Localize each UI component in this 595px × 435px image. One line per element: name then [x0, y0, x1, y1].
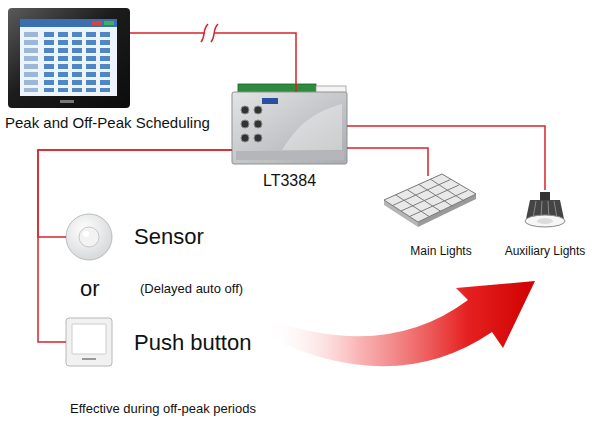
device-button — [254, 106, 262, 114]
note-text: (Delayed auto off) — [140, 282, 243, 297]
light-node: Auxiliary Lights — [524, 190, 566, 230]
off-peak-arrow — [265, 281, 535, 366]
node-label: Auxiliary Lights — [484, 245, 595, 259]
screen-rows — [24, 32, 40, 92]
sensor-body — [66, 214, 112, 260]
node-label: Sensor — [134, 224, 204, 249]
wire-break-mark — [211, 24, 218, 42]
bulb-stem — [540, 192, 550, 200]
device-swoosh — [282, 104, 342, 150]
fixture-face — [384, 174, 476, 222]
dip-switch — [262, 98, 278, 104]
screen-indicator — [104, 21, 114, 25]
node-label: Peak and Off-Peak Scheduling — [5, 114, 210, 131]
node-label: Push button — [134, 330, 251, 355]
sensor-highlight — [83, 231, 89, 237]
device-button — [241, 106, 249, 114]
light-node: Main Lights — [383, 176, 477, 228]
occupancy-sensor — [66, 214, 112, 260]
device-bottom-strip — [236, 151, 344, 160]
touch-screen — [8, 8, 130, 108]
device-button — [241, 134, 249, 142]
screen-header — [20, 19, 117, 27]
screen-node: Peak and Off-Peak Scheduling — [8, 8, 130, 108]
sensor-node: Sensor — [66, 214, 112, 260]
controller-device — [232, 84, 347, 164]
screen-cells — [44, 32, 114, 92]
device-button — [254, 120, 262, 128]
auxiliary-light-bulb — [525, 192, 565, 227]
screen-indicator — [92, 21, 102, 25]
switch-node: Push button — [66, 318, 112, 366]
bulb-lens-center — [537, 218, 553, 224]
device-button — [241, 120, 249, 128]
screen-logo-mark — [60, 100, 74, 103]
node-label: Main Lights — [383, 245, 499, 259]
controller-node: LT3384 — [232, 92, 347, 164]
switch-mark — [82, 358, 96, 360]
signal-wire — [347, 126, 545, 190]
or-text: or — [80, 276, 100, 301]
screen-bezel — [8, 8, 130, 108]
push-button-switch — [66, 318, 112, 366]
footnote-text: Effective during off-peak periods — [70, 402, 256, 417]
device-button — [254, 134, 262, 142]
device-body — [232, 92, 347, 164]
signal-wire — [38, 150, 232, 342]
signal-wire — [347, 148, 428, 176]
wire-break-mark — [201, 24, 208, 42]
switch-plate — [66, 318, 112, 366]
signal-wire — [38, 150, 232, 237]
main-light-fixture — [384, 174, 476, 227]
bulb-lens — [525, 215, 565, 227]
screen-display — [20, 19, 117, 96]
fixture-louvres — [384, 174, 476, 222]
sensor-dome — [79, 227, 99, 247]
switch-rocker — [72, 324, 106, 354]
louvre-line — [410, 191, 468, 217]
node-label: LT3384 — [232, 172, 347, 190]
